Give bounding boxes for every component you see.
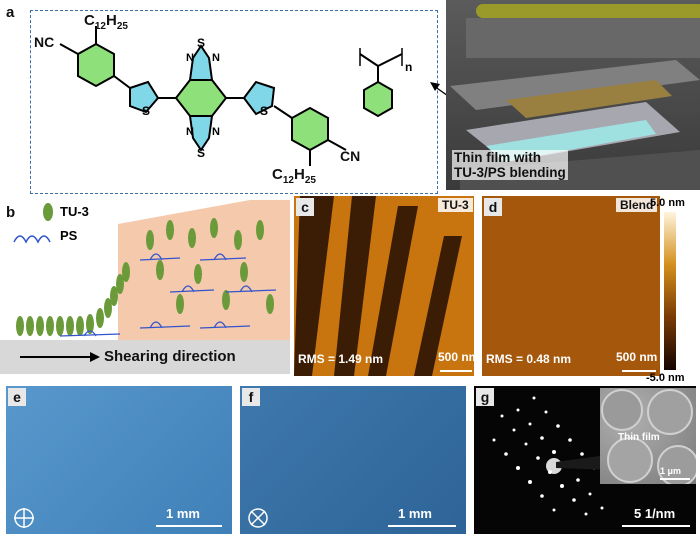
panel-c-rms: RMS = 1.49 nm — [298, 352, 384, 366]
panel-a-label: a — [6, 4, 15, 21]
panel-e-polarized-optical — [6, 386, 232, 534]
ps-legend-label: PS — [60, 228, 78, 243]
panel-f-scale-text: 1 mm — [398, 506, 432, 521]
top-thiadiazole-ring — [188, 44, 214, 81]
panel-g-scale-text: 5 1/nm — [634, 506, 676, 521]
thiophene-s-left: S — [142, 104, 151, 118]
ps-legend-icon — [13, 235, 51, 244]
panel-d-tag: Blend — [616, 198, 658, 212]
panel-f-label: f — [242, 388, 260, 406]
thiophene-s-right: S — [260, 104, 269, 118]
panel-d-afm-blend — [482, 196, 660, 376]
panel-g-label: g — [476, 388, 494, 406]
panel-b-label: b — [6, 204, 16, 221]
panel-g-scale-bar — [622, 525, 690, 527]
left-benzene-ring — [77, 42, 115, 88]
aligned-molecules — [16, 262, 130, 336]
cyano-right: CN — [340, 148, 361, 164]
colorbar-min-label: -5.0 nm — [646, 372, 685, 384]
dispersed-molecules — [146, 218, 274, 314]
tu3-legend-label: TU-3 — [60, 204, 89, 219]
device-caption-line2: TU-3/PS blending — [454, 165, 566, 180]
polymer-n-subscript: n — [405, 60, 413, 74]
thiadiazole-s-bottom: S — [197, 146, 206, 160]
thiadiazole-n-br: N — [212, 126, 220, 138]
polystyrene-benzene-ring — [363, 80, 393, 118]
afm-colorbar — [664, 212, 676, 370]
right-benzene-ring — [291, 106, 329, 152]
device-caption: Thin film with TU-3/PS blending — [452, 150, 568, 180]
substituent-top: C12H25 — [84, 12, 128, 32]
panel-a-chemical-structure — [30, 10, 438, 194]
panel-b-schematic — [0, 200, 290, 374]
panel-g-inset-scale-text: 1 μm — [660, 466, 682, 476]
panel-g-inset-text: Thin film — [618, 432, 660, 443]
substituent-bottom: C12H25 — [272, 166, 316, 186]
panel-c-tag: TU-3 — [438, 198, 473, 212]
parallel-polarizer-icon — [14, 508, 34, 528]
crossed-polarizer-icon — [248, 508, 268, 528]
ps-chains — [59, 253, 277, 337]
thiadiazole-n-tr: N — [212, 52, 220, 64]
panel-c-label: c — [296, 198, 314, 216]
shearing-direction-label: Shearing direction — [104, 348, 236, 365]
diffraction-spots — [492, 396, 608, 516]
panel-c-scale-text: 500 nm — [438, 350, 480, 364]
left-thiophene-ring — [129, 80, 160, 114]
thiadiazole-n-tl: N — [186, 52, 194, 64]
molecule-tu3 — [59, 26, 403, 166]
panel-e-scale-bar — [156, 525, 222, 527]
panel-g-inset-scale-bar — [660, 478, 690, 480]
thiadiazole-s-top: S — [197, 36, 206, 50]
panel-c-afm-tu3 — [294, 196, 474, 376]
panel-g-tem-inset — [600, 388, 696, 484]
panel-d-rms: RMS = 0.48 nm — [486, 352, 572, 366]
shearing-schematic — [0, 200, 290, 374]
bottom-thiadiazole-ring — [188, 115, 214, 152]
panel-e-label: e — [8, 388, 26, 406]
tu3-legend-icon — [43, 203, 53, 221]
cyano-left: NC — [34, 34, 55, 50]
central-benzene-ring — [174, 79, 228, 117]
thiadiazole-n-bl: N — [186, 126, 194, 138]
panel-d-scale-bar — [622, 370, 656, 372]
device-caption-line1: Thin film with — [454, 150, 541, 165]
panel-d-scale-text: 500 nm — [616, 350, 658, 364]
panel-f-scale-bar — [388, 525, 456, 527]
panel-e-scale-text: 1 mm — [166, 506, 200, 521]
panel-c-scale-bar — [440, 370, 472, 372]
colorbar-max-label: 5.0 nm — [650, 197, 685, 209]
panel-f-polarized-optical — [240, 386, 466, 534]
right-thiophene-ring — [242, 80, 276, 116]
panel-d-label: d — [484, 198, 502, 216]
